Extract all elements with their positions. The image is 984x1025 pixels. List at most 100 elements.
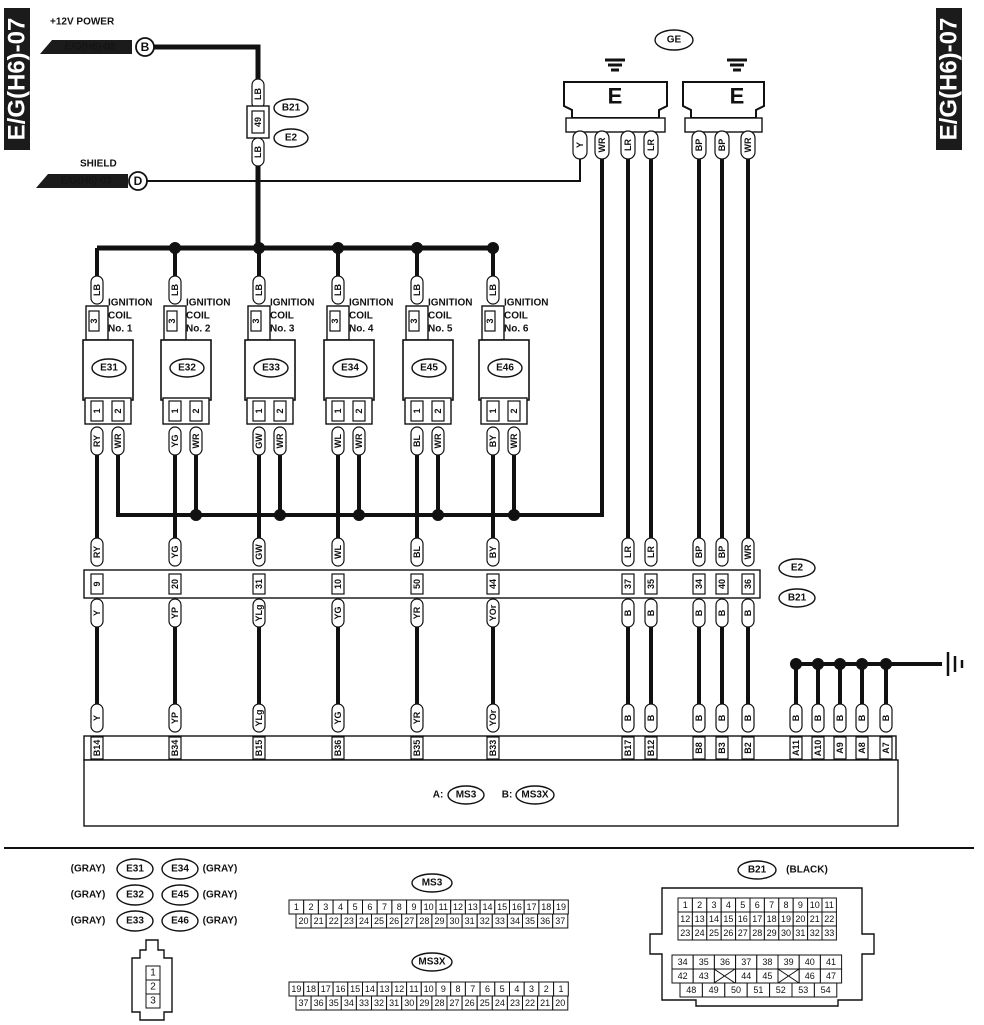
legend-ms3-row2-pin-15: 34 xyxy=(510,916,520,926)
coil-2-pin3-box xyxy=(166,310,178,332)
legend-ms3x-row1-pin-2: 18 xyxy=(306,984,316,994)
legend-coil-conn-left-2: E32 xyxy=(126,890,144,901)
ecm-pin-10-box xyxy=(715,736,729,760)
coil-4-wire-lb-capsule xyxy=(331,275,345,305)
ecm-wire-code-11-capsule xyxy=(741,703,755,733)
ecm-pin-3-box xyxy=(252,736,266,760)
legend-ms3x-row1-pin-14: 6 xyxy=(485,984,490,994)
legend-b21-row5-pin-7: 46 xyxy=(805,971,815,981)
legend-b21-row3-cell-11 xyxy=(821,925,837,941)
ecm-ground-junction-1 xyxy=(790,658,802,670)
junction-pin-3: 31 xyxy=(254,579,264,589)
junction-bottom-wire-5-capsule xyxy=(410,598,424,628)
junction-bottom-wire-10-capsule xyxy=(715,598,729,628)
feed-conn-b21-oval xyxy=(273,98,309,118)
legend-coil-color-left-1: (GRAY) xyxy=(71,864,106,875)
legend-ms3-id-oval xyxy=(411,873,453,893)
coil-3-pin3: 3 xyxy=(251,318,261,323)
power-bus-junction-2 xyxy=(169,242,181,254)
legend-ms3-row1-pin-10: 10 xyxy=(424,902,434,912)
feed-splice-pin: 49 xyxy=(253,117,263,127)
power-ref-letter-circle xyxy=(135,37,155,57)
legend-b21-row3-pin-2: 24 xyxy=(695,928,705,938)
ground-block-left-wire-code-4: LR xyxy=(646,139,656,151)
legend-ms3x-row2-pin-18: 20 xyxy=(555,998,565,1008)
coil-2-wire-lb-capsule xyxy=(168,275,182,305)
junction-pin-3-box xyxy=(252,573,266,595)
coil-ground-junction-5 xyxy=(432,509,444,521)
ecm-ground-wire-code-4-capsule xyxy=(855,703,869,733)
coil-3-pin1-box xyxy=(252,400,266,422)
legend-coil-color-right-3: (GRAY) xyxy=(203,916,238,927)
coil-3-pin2-box xyxy=(273,400,287,422)
junction-pin-7-box xyxy=(621,573,635,595)
ground-block-left-wire-code-2: WR xyxy=(597,137,607,152)
legend-b21-row1-pin-9: 9 xyxy=(798,900,803,910)
coil-6-pin2-box xyxy=(507,400,521,422)
legend-b21-blank-2-b xyxy=(777,968,800,984)
junction-bottom-wire-9: B xyxy=(694,609,704,616)
legend-b21-blank-1-b xyxy=(713,968,736,984)
junction-conn-b21: B21 xyxy=(788,593,807,604)
legend-b21-row2-pin-2: 13 xyxy=(695,914,705,924)
coil-6-ground-wire-code: WR xyxy=(509,433,519,448)
legend-b21-row1-pin-10: 10 xyxy=(810,900,820,910)
ecm-pin-6-box xyxy=(486,736,500,760)
ecm-wire-code-9-capsule xyxy=(692,703,706,733)
legend-b21-row5-pin-4: 44 xyxy=(741,971,751,981)
junction-pin-11: 36 xyxy=(743,579,753,589)
junction-pin-10: 40 xyxy=(717,579,727,589)
ecm-pin-10: B3 xyxy=(717,742,727,754)
ecm-pin-2: B34 xyxy=(170,740,180,757)
legend-b21-row6-pin-5: 52 xyxy=(776,985,786,995)
legend-ms3x-id-oval xyxy=(411,952,453,972)
legend-coil-conn-left-3-oval xyxy=(116,910,154,932)
legend-b21-row5-pin-2: 43 xyxy=(699,971,709,981)
ecm-ground-junction-5 xyxy=(880,658,892,670)
ecm-ground-pin-2: A10 xyxy=(813,740,823,757)
ecm-pin-6: B33 xyxy=(488,740,498,757)
legend-coil-conn-right-1-oval xyxy=(161,858,199,880)
coil-1-wire-lb: LB xyxy=(92,284,102,296)
junction-top-wire-11-capsule xyxy=(741,537,755,567)
coil-1-conn-id: E31 xyxy=(100,363,118,374)
coil-2-wire-lb: LB xyxy=(170,284,180,296)
legend-coil-conn-right-2-oval xyxy=(161,884,199,906)
junction-pin-5-box xyxy=(410,573,424,595)
legend-b21-row2-pin-9: 20 xyxy=(795,914,805,924)
coil-5-pin3-box xyxy=(408,310,420,332)
junction-bottom-wire-6-capsule xyxy=(486,598,500,628)
coil-3-name-line-2: COIL xyxy=(270,311,294,322)
coil-6-name-line-3: No. 6 xyxy=(504,324,529,335)
coil-3-signal-wire-code-capsule xyxy=(252,426,266,456)
legend-b21-row4-pin-7: 40 xyxy=(805,957,815,967)
coil-2-ground-wire-code-capsule xyxy=(189,426,203,456)
legend-b21-row3-pin-1: 23 xyxy=(680,928,690,938)
coil-3-wire-lb-capsule xyxy=(252,275,266,305)
coil-ground-junction-3 xyxy=(274,509,286,521)
legend-ms3x-row1-pin-3: 17 xyxy=(321,984,331,994)
junction-pin-7: 37 xyxy=(623,579,633,589)
ecm-legend-a-conn: MS3 xyxy=(456,790,477,801)
ecm-wire-code-9: B xyxy=(694,714,704,721)
coil-4-ground-wire-code: WR xyxy=(354,433,364,448)
coil-1-name-line-2: COIL xyxy=(108,311,132,322)
junction-bottom-wire-1: Y xyxy=(92,610,102,616)
coil-1-pin3-box xyxy=(88,310,100,332)
junction-pin-9: 34 xyxy=(694,579,704,589)
legend-b21-row4-pin-5: 38 xyxy=(762,957,772,967)
legend-coil-conn-left-3: E33 xyxy=(126,916,144,927)
junction-bottom-wire-5: YR xyxy=(412,606,422,619)
ground-block-right-wire-code-3-capsule xyxy=(740,130,756,160)
legend-ms3-row2-cell-18 xyxy=(552,913,569,929)
coil-4-name-line-2: COIL xyxy=(349,311,373,322)
coil-3-pin2: 2 xyxy=(275,408,285,413)
legend-b21-row6-pin-7: 54 xyxy=(821,985,831,995)
junction-top-wire-6-capsule xyxy=(486,537,500,567)
legend-coil-conn-left-2-oval xyxy=(116,884,154,906)
legend-b21-row1-pin-5: 5 xyxy=(740,900,745,910)
junction-top-wire-8: LR xyxy=(646,546,656,558)
legend-ms3x-row1-pin-8: 12 xyxy=(394,984,404,994)
legend-ms3x-row1-pin-1: 19 xyxy=(291,984,301,994)
